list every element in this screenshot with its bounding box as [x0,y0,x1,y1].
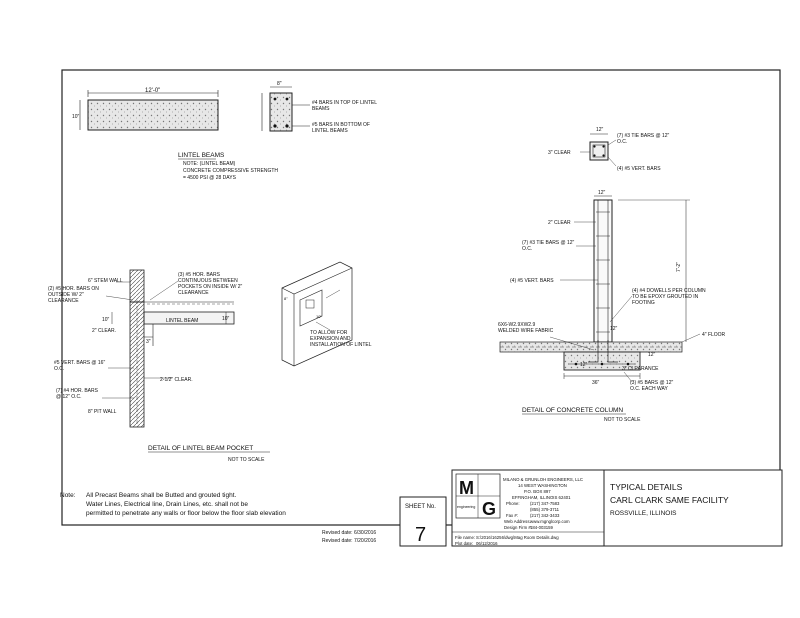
logo-g: G [482,499,496,519]
column-top-section [580,133,617,167]
lintel-width-dim: 8" [277,81,282,87]
pocket-stem-wall-label: 6" STEM WALL [88,278,123,284]
plot-date: 06/12/2016 [476,541,498,546]
firm-addr-2: P.O. BOX 897 [524,489,551,494]
lintel-bars-top-label: #4 BARS IN TOP OF LINTEL BEAMS [312,100,377,112]
pocket-hor-bars-left-label: (2) #5 HOR. BARS ON OUTSIDE W/ 2" CLEARA… [48,286,99,304]
pocket-subtitle: NOT TO SCALE [228,457,265,463]
column-top-vert-bars-label: (4) #5 VERT. BARS [617,166,661,172]
column-tie-bars-label: (7) #3 TIE BARS @ 12" O.C. [522,240,575,252]
firm-name: MILANO & GRUNLOH ENGINEERS, LLC [503,477,583,482]
lintel-beam-section: 8" [261,81,310,132]
pocket-vert-bars-label: #5 VERT. BARS @ 16" O.C. [54,360,106,372]
notes-line-2: Water Lines, Electrical line, Drain Line… [86,501,248,508]
column-title: DETAIL OF CONCRETE COLUMN [522,407,623,414]
pocket-hor-bars-right-label: (3) #5 HOR. BARS CONTINUOUS BETWEEN POCK… [178,272,243,296]
plot-label: Plot date: [455,541,473,546]
lintel-length-dim: 12'-0" [145,88,160,94]
notes-label: Note: [60,492,76,499]
column-clear-label: 2" CLEAR [548,220,571,226]
firm-design-label: Design Firm #: [504,525,532,530]
pocket-lintel-beam-label: LINTEL BEAM [166,318,198,324]
firm-design: 184-003159 [530,525,554,530]
file-name: S:\2016\16256\dwg\Mag Room Details.dwg [476,535,559,540]
pocket-dim-3: 3" [146,339,151,345]
revised-date-2: Revised date: 7/20/2016 [322,538,376,544]
svg-text:10": 10" [316,314,322,319]
column-height-dim: 7'-2" [676,262,682,272]
lintel-note-3: = 4500 PSI @ 28 DAYS [183,175,237,181]
column-dowels-label: (4) #4 DOWELLS PER COLUMN TO BE EPOXY GR… [632,288,706,306]
pocket-clear-label: 2" CLEAR. [92,328,116,334]
lintel-beam-elevation: 12'-0" 10" [72,88,219,131]
column-dim-36: 36" [592,380,600,386]
lintel-height-dim: 10" [72,114,80,120]
pocket-clear-2-label: 2-1/2" CLEAR. [160,377,193,383]
column-dim: 12" [598,190,606,196]
firm-web: www.mgnglcorp.com [530,519,570,524]
pocket-pit-wall-label: 8" PIT WALL [88,409,117,415]
column-dim-12a: 12" [648,352,656,358]
pocket-dim-10: 10" [102,317,110,323]
column-top-tie-bars-label: (7) #3 TIE BARS @ 12" O.C. [617,133,670,145]
column-top-clear-label: 3" CLEAR [548,150,571,156]
column-clearance-label: 3" CLEARANCE [622,366,659,372]
firm-addr-1: 14 WEST WASHINGTON [518,483,567,488]
firm-fax: (217) 342-3433 [530,513,560,518]
column-top-dim: 12" [596,127,604,133]
sheet-label: SHEET No. [405,504,436,510]
sheet-number: 7 [415,524,426,546]
project-line-3: ROSSVILLE, ILLINOIS [610,510,677,517]
svg-text:8": 8" [284,296,288,301]
iso-note: TO ALLOW FOR EXPANSION AND INSTALLATION … [310,330,372,348]
file-label: File name: [455,535,475,540]
title-block [399,469,783,547]
notes-line-1: All Precast Beams shall be Butted and gr… [86,492,237,499]
column-bars-each-way-label: (3) #5 BARS @ 12" O.C. EACH WAY [630,380,674,392]
iso-pocket-sketch: 8" 10" [281,261,353,367]
firm-phone-2: (855) 379-3711 [530,507,560,512]
column-elevation [499,195,701,383]
logo-m: M [459,478,474,498]
column-floor-label: 4" FLOOR [702,332,726,338]
column-dim-12c: 12" [610,326,618,332]
pocket-detail [102,269,235,428]
column-vert-bars-label: (4) #5 VERT. BARS [510,278,554,284]
column-dim-12b: 12" [580,362,588,368]
firm-fax-label: Fax #: [506,513,518,518]
lintel-note-1: NOTE: (LINTEL BEAM) [183,161,236,167]
lintel-note-2: CONCRETE COMPRESSIVE STRENGTH [183,168,278,174]
pocket-title: DETAIL OF LINTEL BEAM POCKET [148,445,253,452]
firm-phone: (217) 347-7583 [530,501,560,506]
lintel-bars-bottom-label: #5 BARS IN BOTTOM OF LINTEL BEAMS [312,122,370,134]
pocket-hor-bars-bottom-label: (7) #4 HOR. BARS @ 12" O.C. [56,388,98,400]
project-line-2: CARL CLARK SAME FACILITY [610,495,729,505]
pocket-dim-10b: 10" [222,316,230,322]
column-wire-fabric-label: 6X6-W2.9XW2.9 WELDED WIRE FABRIC [498,322,554,334]
column-subtitle: NOT TO SCALE [604,417,641,423]
notes-line-3: permitted to penetrate any walls or floo… [86,510,286,517]
firm-phone-label: Phone: [506,501,520,506]
revised-date-1: Revised date: 6/30/2016 [322,530,376,536]
logo-engineering: engineering [457,505,475,509]
firm-addr-3: EFFINGHAM, ILLINOIS 62401 [512,495,571,500]
lintel-title: LINTEL BEAMS [178,152,225,159]
firm-web-label: Web Address: [504,519,531,524]
project-line-1: TYPICAL DETAILS [610,482,683,492]
